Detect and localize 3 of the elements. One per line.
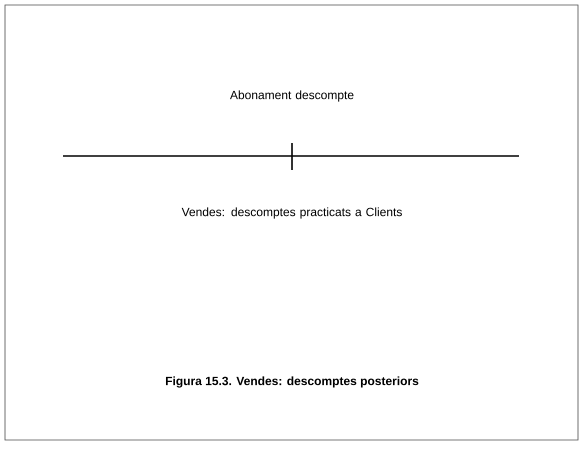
account-label: Abonament descompte — [230, 90, 354, 102]
account-label: Vendes: descomptes practicats a Clients — [182, 207, 402, 219]
figure-caption: Figura 15.3. Vendes: descomptes posteriors — [166, 376, 418, 388]
